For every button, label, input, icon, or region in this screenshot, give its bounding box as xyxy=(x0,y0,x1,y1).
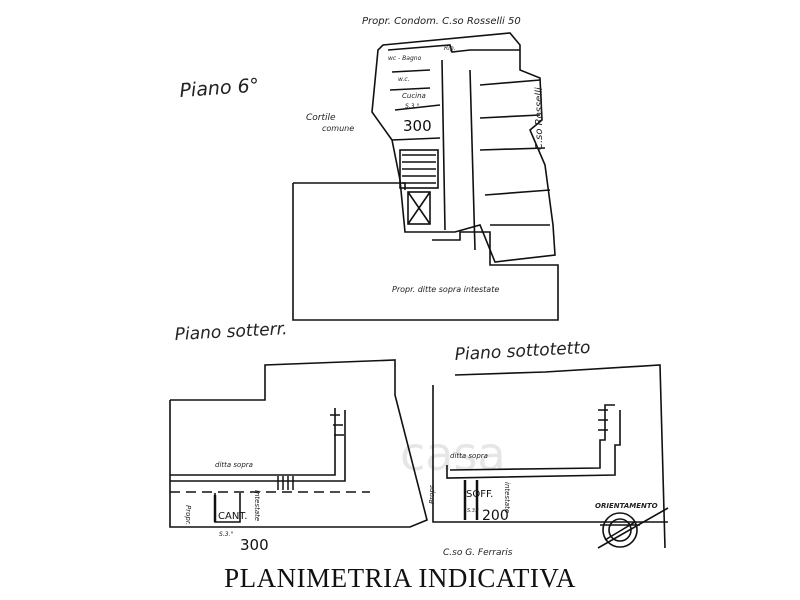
room-label: Cucina xyxy=(402,92,426,100)
basement-room: CANT. xyxy=(218,511,247,522)
room-label: Rip. xyxy=(444,45,456,52)
attic-plan xyxy=(432,364,668,549)
basement-plan xyxy=(169,359,428,528)
elevator xyxy=(407,191,431,225)
basement-neighbor-right: intestate xyxy=(253,490,261,521)
stairwell xyxy=(399,149,439,189)
basement-label: Piano sotterr. xyxy=(174,319,288,345)
basement-neighbor-top: ditta sopra xyxy=(215,461,253,469)
street-rosselli-label: C.so Rosselli xyxy=(534,87,545,150)
basement-height: 300 xyxy=(240,536,269,554)
floor6-height: 300 xyxy=(403,117,432,135)
floor6-label: Piano 6° xyxy=(179,74,260,102)
attic-neighbor-left: Propr. xyxy=(428,484,436,504)
south-neighbor-label: Propr. ditte sopra intestate xyxy=(392,285,499,294)
attic-neighbor-top: ditta sopra xyxy=(450,452,488,460)
room-label: S.3.° xyxy=(405,103,419,110)
attic-neighbor-right: intestate xyxy=(503,482,511,513)
north-neighbor-label: Propr. Condom. C.so Rosselli 50 xyxy=(362,16,521,27)
attic-room: SOFF. xyxy=(466,489,493,500)
room-label: wc - Bagno xyxy=(388,55,422,62)
street-ferraris-label: C.so G. Ferraris xyxy=(443,548,513,558)
attic-label: Piano sottotetto xyxy=(454,338,591,365)
courtyard-label-2: comune xyxy=(322,124,354,133)
compass-icon xyxy=(597,507,669,549)
attic-room-code: S.3.° xyxy=(467,508,480,514)
basement-neighbor-left: Propr. xyxy=(184,505,192,525)
watermark: casa xyxy=(400,427,506,481)
courtyard-label: Cortile xyxy=(306,113,336,123)
attic-height: 200 xyxy=(482,508,509,524)
floor6-plan xyxy=(292,32,559,321)
room-label: w.c. xyxy=(398,76,410,83)
basement-room-code: S.3.° xyxy=(219,531,233,538)
orientation-label: ORIENTAMENTO xyxy=(595,502,658,510)
page-title: PLANIMETRIA INDICATIVA xyxy=(224,563,576,593)
